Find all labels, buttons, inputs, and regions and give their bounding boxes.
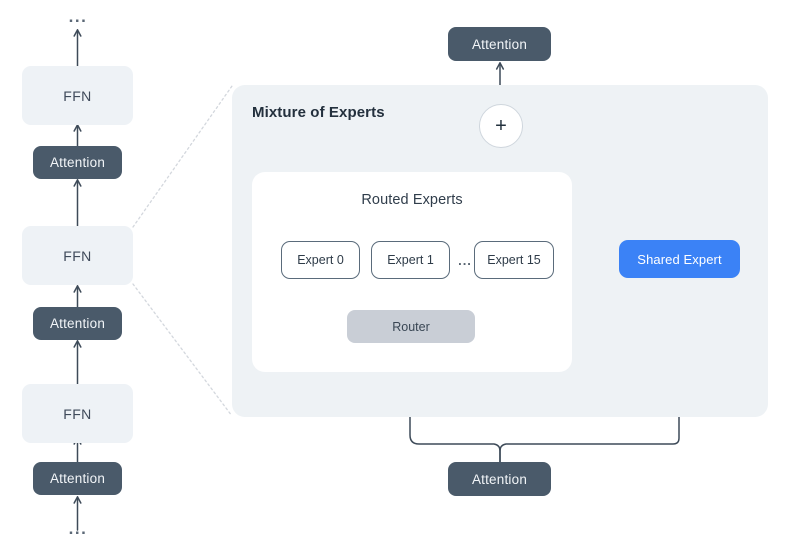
router-box[interactable]: Router bbox=[347, 310, 475, 343]
moe-top-attention[interactable]: Attention bbox=[448, 27, 551, 61]
experts-ellipsis: ... bbox=[458, 252, 472, 268]
routed-experts-title: Routed Experts bbox=[361, 192, 463, 208]
left-stack-attention-3[interactable]: Attention bbox=[33, 146, 122, 179]
left-stack-ffn-3[interactable]: FFN bbox=[22, 66, 133, 125]
left-stack-attention-1[interactable]: Attention bbox=[33, 462, 122, 495]
expert-1-box[interactable]: Expert 1 bbox=[371, 241, 450, 279]
left-stack-ffn-1[interactable]: FFN bbox=[22, 384, 133, 443]
left-stack-ffn-2[interactable]: FFN bbox=[22, 226, 133, 285]
moe-bottom-attention[interactable]: Attention bbox=[448, 462, 551, 496]
shared-expert-box[interactable]: Shared Expert bbox=[619, 240, 740, 278]
wire-dotted-upper bbox=[132, 85, 233, 228]
mixture-of-experts-title: Mixture of Experts bbox=[252, 104, 385, 121]
left-stack-bottom-ellipsis: ... bbox=[68, 519, 88, 538]
left-stack-attention-2[interactable]: Attention bbox=[33, 307, 122, 340]
left-stack-top-ellipsis: ... bbox=[68, 7, 88, 26]
expert-0-box[interactable]: Expert 0 bbox=[281, 241, 360, 279]
wire-dotted-lower bbox=[132, 283, 233, 417]
combine-plus-node[interactable]: + bbox=[479, 104, 523, 148]
expert-15-box[interactable]: Expert 15 bbox=[474, 241, 554, 279]
